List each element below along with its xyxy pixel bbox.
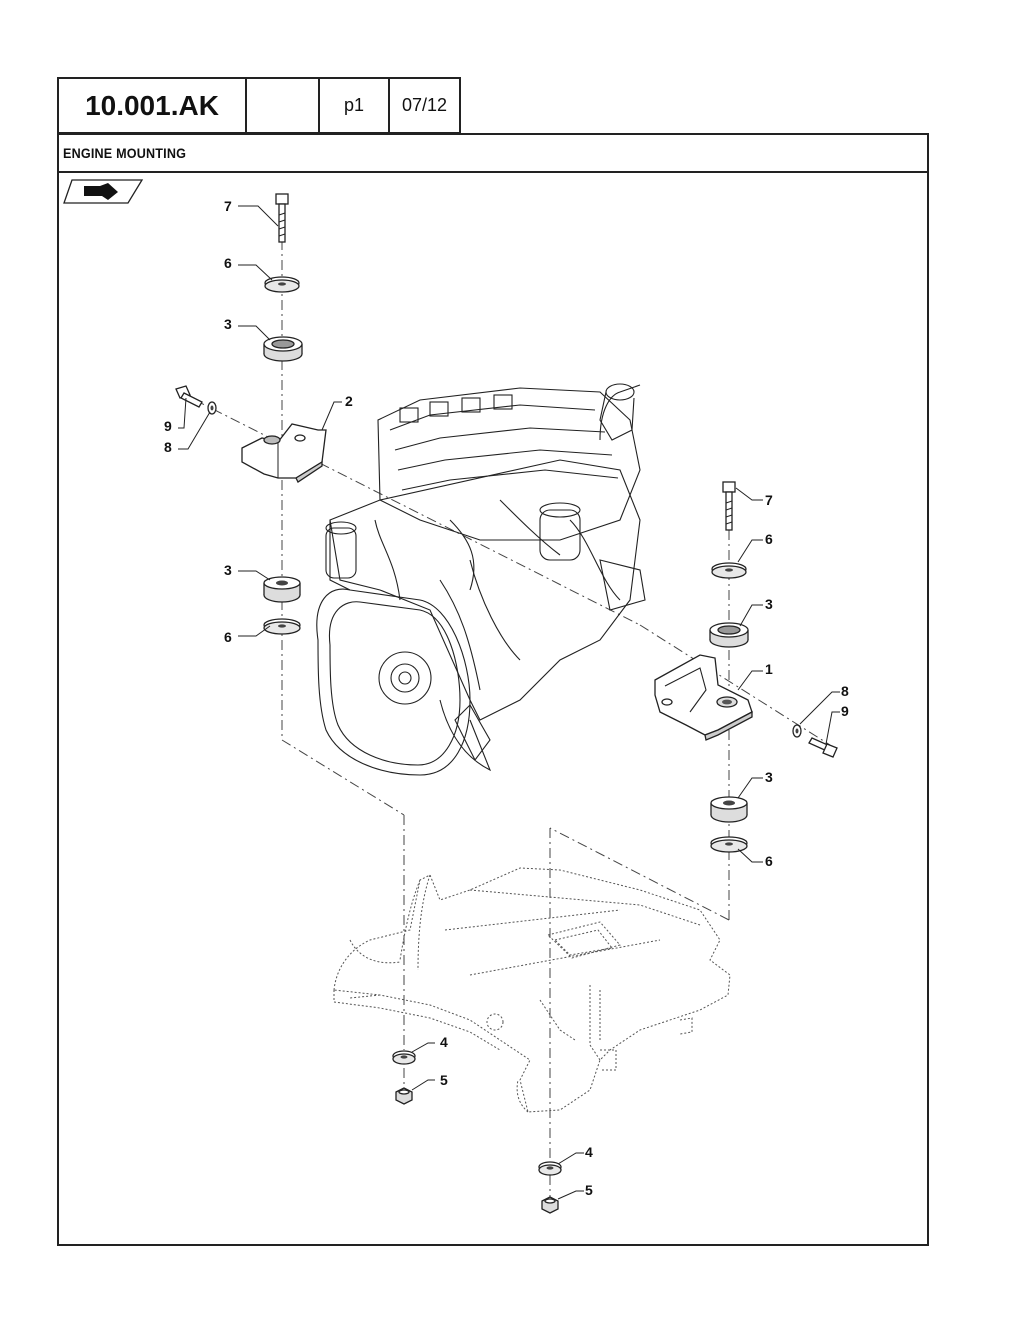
- callout-8-right: 8: [841, 683, 849, 699]
- page-number: p1: [320, 79, 390, 132]
- callout-5-right: 5: [585, 1182, 593, 1198]
- callout-3-right-bottom: 3: [765, 769, 773, 785]
- nut-part-5-left: [395, 1087, 413, 1105]
- washer-part-6-left-bottom: [263, 618, 301, 635]
- bolt-part-9-left: [175, 385, 203, 408]
- callout-leader-lines: [178, 205, 840, 1200]
- revision-date: 07/12: [401, 95, 448, 115]
- bolt-part-7-right: [722, 481, 736, 531]
- section-title-bar: ENGINE MOUNTING: [57, 133, 929, 173]
- callout-3-left-top: 3: [224, 316, 232, 332]
- engine-assembly-drawing: [316, 383, 646, 776]
- washer-part-6-right-top: [711, 562, 747, 579]
- part-group-code: 10.001.AK: [59, 79, 247, 132]
- callout-4-right: 4: [585, 1144, 593, 1160]
- chassis-frame-ghost: [333, 867, 731, 1113]
- bracket-part-2: [241, 423, 327, 483]
- washer-part-8-left: [207, 401, 217, 415]
- washer-part-4-right: [538, 1161, 562, 1176]
- washer-part-6-left-top: [264, 276, 300, 293]
- drawing-frame: [57, 171, 929, 1246]
- header-blank-cell: [247, 79, 320, 132]
- nut-part-5-right: [541, 1196, 559, 1214]
- washer-part-6-right-bottom: [710, 836, 748, 853]
- bolt-part-7-left: [275, 193, 289, 243]
- callout-4-left: 4: [440, 1034, 448, 1050]
- callout-9-left: 9: [164, 418, 172, 434]
- section-title: ENGINE MOUNTING: [63, 145, 187, 161]
- rubber-mount-part-3-left-bottom: [263, 576, 301, 603]
- callout-7-right: 7: [765, 492, 773, 508]
- bracket-part-1: [654, 654, 753, 741]
- callout-2: 2: [345, 393, 353, 409]
- callout-6-left-top: 6: [224, 255, 232, 271]
- rubber-mount-part-3-right-top: [709, 622, 749, 648]
- callout-5-left: 5: [440, 1072, 448, 1088]
- callout-6-right-top: 6: [765, 531, 773, 547]
- callout-1: 1: [765, 661, 773, 677]
- arrow-view-icon: [63, 179, 144, 204]
- rubber-mount-part-3-right-bottom: [710, 796, 748, 823]
- callout-labels: 7 6 3 9 8 2 3 6 7 6 3 1 8 9 3 6 4 5 4 5: [164, 198, 849, 1198]
- callout-3-right-top: 3: [765, 596, 773, 612]
- callout-6-right-bottom: 6: [765, 853, 773, 869]
- washer-part-4-left: [392, 1050, 416, 1065]
- callout-9-right: 9: [841, 703, 849, 719]
- callout-8-left: 8: [164, 439, 172, 455]
- washer-part-8-right: [792, 724, 802, 738]
- callout-3-left-bottom: 3: [224, 562, 232, 578]
- bolt-part-9-right: [808, 737, 838, 758]
- callout-6-left-bottom: 6: [224, 629, 232, 645]
- rubber-mount-part-3-left-top: [263, 336, 303, 362]
- callout-7-left: 7: [224, 198, 232, 214]
